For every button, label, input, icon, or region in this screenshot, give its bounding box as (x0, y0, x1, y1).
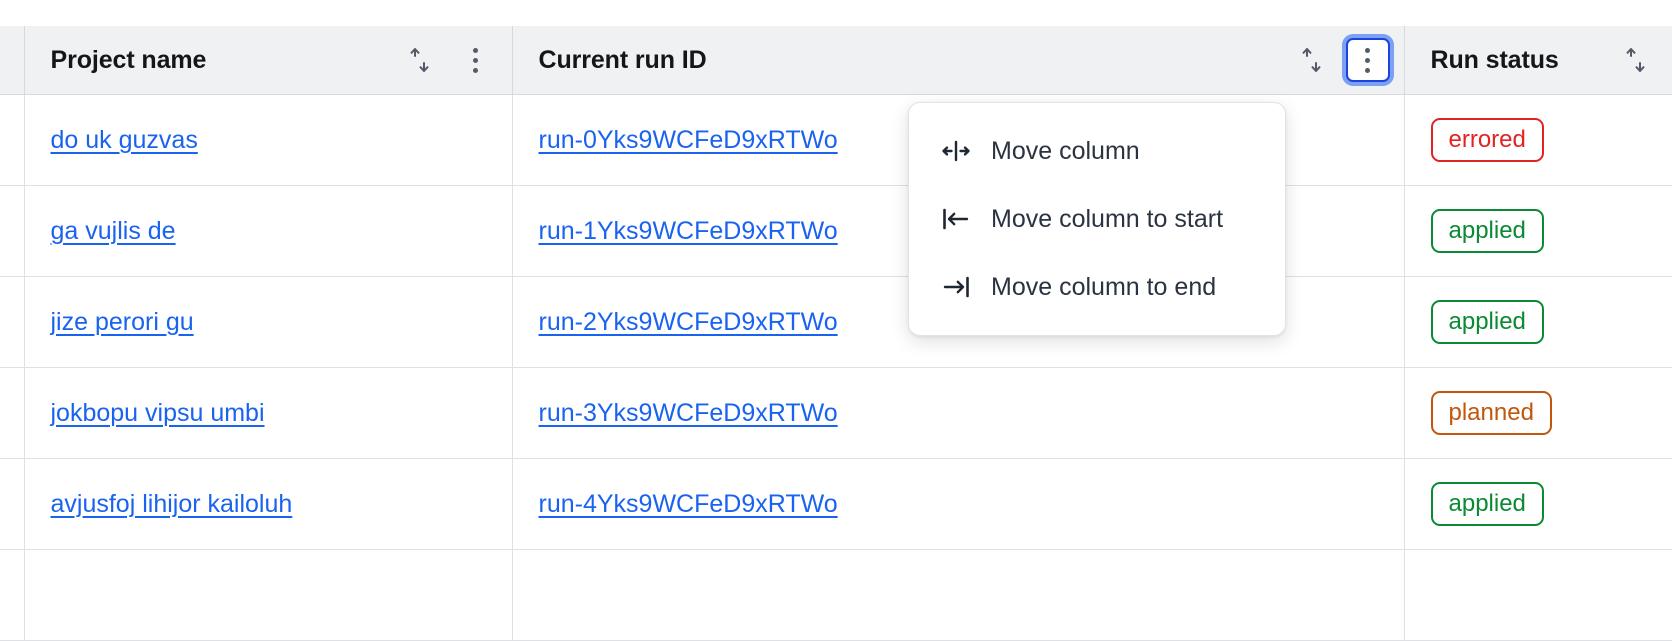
cell-project-name: jize perori gu (24, 276, 513, 368)
projects-table: Project name (0, 26, 1672, 641)
cell-project-name: do uk guzvas (24, 94, 513, 186)
move-column-to-start-icon (939, 206, 973, 232)
run-id-link[interactable]: run-0Yks9WCFeD9xRTWo (538, 125, 838, 154)
run-id-link[interactable]: run-1Yks9WCFeD9xRTWo (538, 216, 838, 245)
run-id-link[interactable]: run-4Yks9WCFeD9xRTWo (538, 489, 838, 518)
column-context-menu: Move column Move column to start Move co… (908, 102, 1286, 336)
table-row: avjusfoj lihijor kailoluh run-4Yks9WCFeD… (0, 458, 1672, 550)
cell-run-status: errored (1404, 94, 1672, 186)
table-row: ga vujlis de run-1Yks9WCFeD9xRTWo applie… (0, 185, 1672, 277)
status-badge: applied (1430, 209, 1544, 253)
sort-button-current-run-id[interactable] (1290, 38, 1334, 82)
menu-item-move-column-to-end[interactable]: Move column to end (909, 253, 1285, 321)
table-row: jize perori gu run-2Yks9WCFeD9xRTWo appl… (0, 276, 1672, 368)
sort-arrows-icon (406, 45, 434, 75)
column-header-label-run-status: Run status (1430, 45, 1559, 74)
table-row: do uk guzvas run-0Yks9WCFeD9xRTWo errore… (0, 94, 1672, 186)
sort-button-project-name[interactable] (398, 38, 442, 82)
table-header-row: Project name (0, 26, 1672, 95)
cell-project-name: jokbopu vipsu umbi (24, 367, 513, 459)
menu-item-label: Move column to end (991, 272, 1217, 301)
cell-run-status: applied (1404, 276, 1672, 368)
run-id-link[interactable]: run-2Yks9WCFeD9xRTWo (538, 307, 838, 336)
column-header-select (0, 26, 25, 95)
menu-item-label: Move column to start (991, 204, 1224, 233)
project-name-link[interactable]: jokbopu vipsu umbi (50, 398, 265, 427)
cell-project-name: ga vujlis de (24, 185, 513, 277)
row-select-cell[interactable] (0, 94, 25, 186)
column-menu-button-project-name[interactable] (454, 38, 498, 82)
status-badge: planned (1430, 391, 1552, 435)
row-select-cell[interactable] (0, 549, 25, 641)
column-header-current-run-id: Current run ID (512, 26, 1405, 95)
cell-project-name (24, 549, 513, 641)
row-select-cell[interactable] (0, 367, 25, 459)
column-header-label-current-run-id: Current run ID (538, 45, 707, 74)
project-name-link[interactable]: jize perori gu (50, 307, 194, 336)
cell-run-status: applied (1404, 185, 1672, 277)
kebab-menu-icon (473, 47, 478, 73)
cell-run-status: applied (1404, 458, 1672, 550)
table-row: jokbopu vipsu umbi run-3Yks9WCFeD9xRTWo … (0, 367, 1672, 459)
sort-arrows-icon (1298, 45, 1326, 75)
cell-current-run-id (512, 549, 1405, 641)
move-column-to-end-icon (939, 274, 973, 300)
project-name-link[interactable]: do uk guzvas (50, 125, 198, 154)
row-select-cell[interactable] (0, 185, 25, 277)
sort-arrows-icon (1622, 45, 1650, 75)
kebab-menu-icon (1365, 47, 1370, 73)
table-row (0, 549, 1672, 641)
column-header-project-name: Project name (24, 26, 513, 95)
table-body: do uk guzvas run-0Yks9WCFeD9xRTWo errore… (0, 94, 1672, 641)
menu-item-move-column[interactable]: Move column (909, 117, 1285, 185)
cell-run-status: planned (1404, 367, 1672, 459)
column-header-label-project-name: Project name (50, 45, 207, 74)
data-table-screen: Project name (0, 26, 1672, 641)
run-id-link[interactable]: run-3Yks9WCFeD9xRTWo (538, 398, 838, 427)
cell-run-status (1404, 549, 1672, 641)
menu-item-move-column-to-start[interactable]: Move column to start (909, 185, 1285, 253)
row-select-cell[interactable] (0, 458, 25, 550)
project-name-link[interactable]: ga vujlis de (50, 216, 176, 245)
cell-project-name: avjusfoj lihijor kailoluh (24, 458, 513, 550)
project-name-link[interactable]: avjusfoj lihijor kailoluh (50, 489, 293, 518)
status-badge: applied (1430, 300, 1544, 344)
status-badge: errored (1430, 118, 1544, 162)
row-select-cell[interactable] (0, 276, 25, 368)
table-header: Project name (0, 26, 1672, 95)
menu-item-label: Move column (991, 136, 1140, 165)
column-menu-button-current-run-id[interactable] (1345, 38, 1390, 82)
move-column-icon (939, 138, 973, 164)
cell-current-run-id: run-3Yks9WCFeD9xRTWo (512, 367, 1405, 459)
column-header-run-status: Run status (1404, 26, 1672, 95)
sort-button-run-status[interactable] (1614, 38, 1658, 82)
table-container: Project name (0, 26, 1672, 641)
cell-current-run-id: run-4Yks9WCFeD9xRTWo (512, 458, 1405, 550)
status-badge: applied (1430, 482, 1544, 526)
